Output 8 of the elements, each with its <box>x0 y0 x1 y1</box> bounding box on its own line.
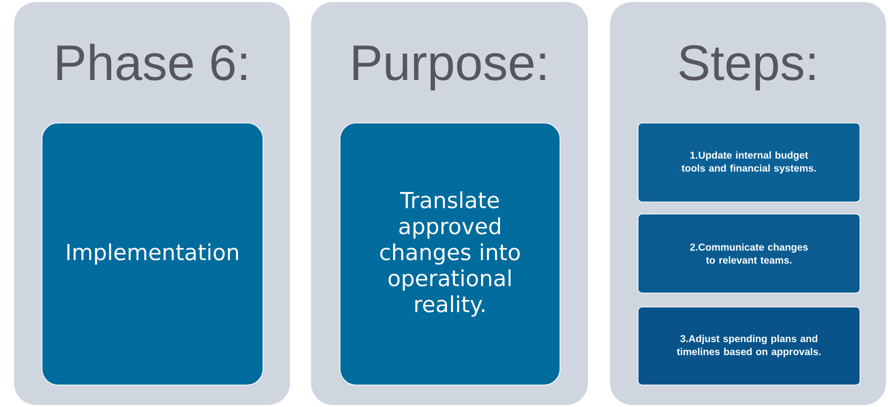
panel-title: Steps: <box>679 45 814 90</box>
step-box: 3.Adjust spending plans and timelines based on approvals. <box>638 306 860 386</box>
content-box: Implementation <box>42 122 264 386</box>
step-box: 2.Communicate changes to relevant teams. <box>638 214 860 294</box>
step-box: 1.Update internal budget tools and financial systems. <box>638 122 860 202</box>
panel-title: Purpose: <box>354 46 545 90</box>
content-box: Translate approved changes into operational reality. <box>340 122 560 386</box>
panel-title: Phase 6: <box>57 44 246 80</box>
